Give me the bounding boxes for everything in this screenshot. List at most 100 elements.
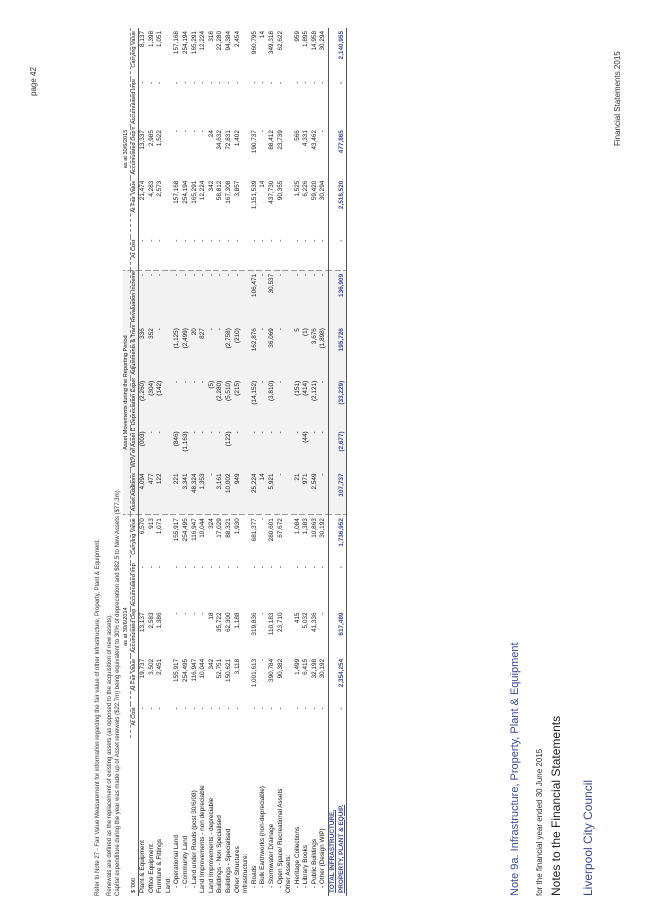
notes-title: Notes to the Financial Statements xyxy=(549,715,563,896)
cell-value: 165,291 xyxy=(190,180,198,204)
cell-value: 62,622 xyxy=(276,31,284,51)
row-label: - Heritage Collections xyxy=(293,826,301,888)
cell-value xyxy=(285,178,294,237)
cell-value: 12,224 xyxy=(199,31,207,51)
column-header: At Cost xyxy=(130,236,139,271)
cell-value xyxy=(285,236,294,271)
cell-value: 2,354,254 xyxy=(337,655,347,705)
cell-value: 971 xyxy=(302,470,311,515)
cell-value: - xyxy=(224,81,232,84)
cell-value xyxy=(242,178,251,237)
cell-value: 52,751 xyxy=(216,658,224,679)
cell-value xyxy=(242,515,251,563)
cell-value xyxy=(164,325,174,378)
column-header: Accumulated Impairment xyxy=(130,78,139,128)
cell-value: - xyxy=(199,377,208,429)
cell-value: - xyxy=(250,236,260,271)
cell-value: (414) xyxy=(302,377,311,429)
cell-value: - xyxy=(173,130,181,133)
cell-value xyxy=(164,270,174,326)
cell-value: 94,384 xyxy=(224,31,232,51)
cell-value: - xyxy=(319,377,329,429)
cell-value: 2,549 xyxy=(310,470,320,515)
cell-value: 254,495 xyxy=(181,518,189,542)
cell-value: (142) xyxy=(156,377,165,429)
cell-value: - xyxy=(147,81,155,84)
cell-value: - xyxy=(276,707,284,710)
cell-value: 3,118 xyxy=(233,658,241,675)
cell-value: (1,898) xyxy=(319,325,329,378)
cell-value: 67,672 xyxy=(276,518,284,538)
cell-value: - xyxy=(190,377,200,429)
row-label: - Roads xyxy=(250,865,258,888)
cell-value: - xyxy=(250,428,260,471)
cell-value xyxy=(285,79,294,127)
column-header: Carrying Value xyxy=(130,28,139,79)
cell-value xyxy=(165,563,174,609)
cell-value: - xyxy=(216,428,225,471)
cell-value: 14 xyxy=(259,180,267,188)
cell-value: 2,985 xyxy=(147,130,155,147)
cell-value: 12,224 xyxy=(199,180,207,201)
group-2015: as at 30/6/2015 xyxy=(123,28,131,271)
column-header: Revaluation Increments to Equity (ARR) xyxy=(130,270,139,326)
cell-value xyxy=(242,610,251,656)
cell-value: 23,739 xyxy=(276,130,284,150)
cell-value: (14,152) xyxy=(250,377,260,429)
cell-value: 17,029 xyxy=(216,518,224,538)
row-label: Buildings - Specialised xyxy=(224,828,232,893)
cell-value xyxy=(285,470,294,515)
cell-value xyxy=(165,178,174,237)
cell-value: 13,337 xyxy=(139,130,146,150)
row-label: Other Assets: xyxy=(285,854,293,893)
cell-value: - xyxy=(293,270,303,326)
cell-value: - xyxy=(207,470,217,515)
row-label: Infrastructure: xyxy=(242,853,250,893)
group-movements: Asset Movements during the Reporting Per… xyxy=(123,270,131,515)
row-label: - Open Space/ Recreational Assets xyxy=(276,788,284,888)
cell-value: (3,810) xyxy=(267,377,277,429)
cell-value: - xyxy=(190,707,198,710)
ppe-table: as at 30/6/2014 Asset Movements during t… xyxy=(123,28,347,896)
cell-value: - xyxy=(337,78,347,128)
cell-value: - xyxy=(267,81,275,84)
cell-value: 10,044 xyxy=(199,658,207,679)
cell-value: - xyxy=(156,270,165,326)
cell-value: 477 xyxy=(147,470,157,515)
cell-value: 190,737 xyxy=(250,130,258,154)
cell-value: - xyxy=(233,566,241,569)
cell-value: - xyxy=(259,270,268,326)
cell-value: - xyxy=(173,81,181,84)
cell-value: 5,032 xyxy=(302,612,310,629)
cell-value: 35,722 xyxy=(216,612,224,633)
cell-value: (1,163) xyxy=(181,428,191,471)
cell-value xyxy=(165,610,174,656)
cell-value: - xyxy=(207,566,215,569)
cell-value: - xyxy=(259,658,267,661)
cell-value: 90,355 xyxy=(276,180,284,201)
cell-value: - xyxy=(181,130,189,133)
cell-value: 318 xyxy=(207,31,215,42)
cell-value: 48,324 xyxy=(190,470,200,515)
cell-value xyxy=(165,656,174,704)
notes-subtitle: for the financial year ended 30 June 201… xyxy=(535,748,544,896)
cell-value: - xyxy=(138,270,148,326)
row-label: Furniture & Fittings xyxy=(156,839,164,893)
cell-value: 3,502 xyxy=(147,658,155,675)
cell-value: - xyxy=(319,81,327,84)
cell-value: 21 xyxy=(293,470,303,515)
cell-value xyxy=(285,610,294,656)
cell-value xyxy=(285,704,294,738)
cell-value: (1,125) xyxy=(173,325,182,378)
cell-value xyxy=(285,325,294,378)
cell-value: - xyxy=(233,81,241,84)
cell-value: 106,471 xyxy=(250,270,260,326)
cell-value: - xyxy=(190,236,200,271)
cell-value: - xyxy=(276,377,286,429)
cell-value xyxy=(285,656,294,704)
table-row: Land Improvements - non depreciable-10,0… xyxy=(199,28,208,896)
